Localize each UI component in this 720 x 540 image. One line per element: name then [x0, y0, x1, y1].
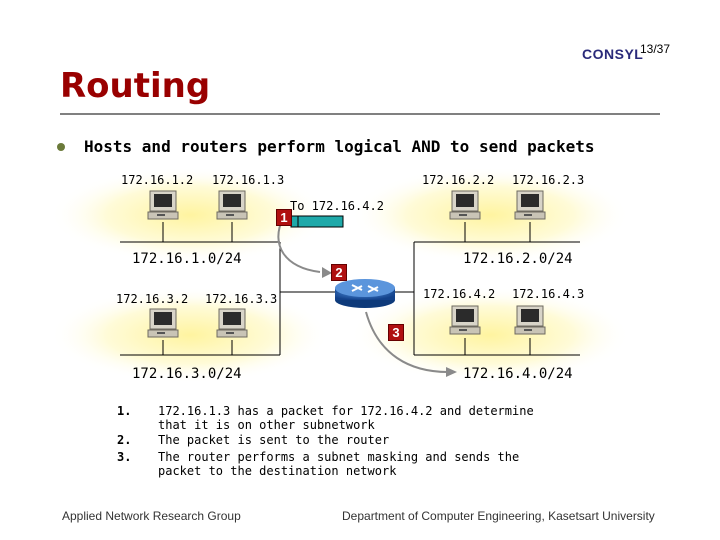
consyl-logo: CONSYL — [582, 46, 644, 62]
host-label: 172.16.2.2 — [422, 173, 495, 187]
step-number: 3. — [117, 450, 132, 464]
router-link-1 — [279, 242, 335, 293]
page-number: 13/37 — [640, 42, 671, 56]
footer-left: Applied Network Research Group — [62, 509, 241, 523]
footer-right: Department of Computer Engineering, Kase… — [342, 509, 655, 523]
host-label: 172.16.1.2 — [121, 173, 194, 187]
host-pc-icon — [449, 190, 481, 220]
title-divider — [60, 113, 660, 115]
host-pc-icon — [449, 305, 481, 335]
network-label: 172.16.3.0/24 — [132, 366, 242, 382]
step-number: 2. — [117, 433, 132, 447]
host-pc-icon — [216, 190, 248, 220]
host-pc-icon — [514, 190, 546, 220]
host-pc-icon — [514, 305, 546, 335]
network-label: 172.16.1.0/24 — [132, 251, 242, 267]
host-label: 172.16.3.3 — [205, 292, 278, 306]
router-icon — [335, 279, 395, 308]
network-cloud-3 — [50, 287, 330, 383]
host-label: 172.16.4.3 — [512, 287, 585, 301]
network-cloud-1 — [50, 167, 330, 263]
step-text: The router performs a subnet masking and… — [158, 450, 520, 478]
host-pc-icon — [147, 308, 179, 338]
host-pc-icon — [147, 190, 179, 220]
packet-icon — [290, 215, 344, 228]
bullet-text: Hosts and routers perform logical AND to… — [84, 137, 595, 156]
host-label: 172.16.4.2 — [423, 287, 496, 301]
slide-title: Routing — [60, 66, 211, 106]
host-pc-icon — [216, 308, 248, 338]
bullet-icon — [57, 143, 65, 151]
packet-label: To 172.16.4.2 — [290, 199, 384, 213]
network-cloud-2 — [350, 167, 630, 263]
step-text: The packet is sent to the router — [158, 433, 390, 447]
host-label: 172.16.1.3 — [212, 173, 285, 187]
network-cloud-4 — [350, 287, 630, 383]
network-label: 172.16.4.0/24 — [463, 366, 573, 382]
host-label: 172.16.2.3 — [512, 173, 585, 187]
network-label: 172.16.2.0/24 — [463, 251, 573, 267]
path-arrow-2 — [365, 311, 449, 373]
step-marker-3: 3 — [388, 324, 404, 341]
host-label: 172.16.3.2 — [116, 292, 189, 306]
step-marker-2: 2 — [331, 264, 347, 281]
step-number: 1. — [117, 404, 132, 418]
step-text: 172.16.1.3 has a packet for 172.16.4.2 a… — [158, 404, 534, 432]
step-marker-1: 1 — [276, 209, 292, 226]
